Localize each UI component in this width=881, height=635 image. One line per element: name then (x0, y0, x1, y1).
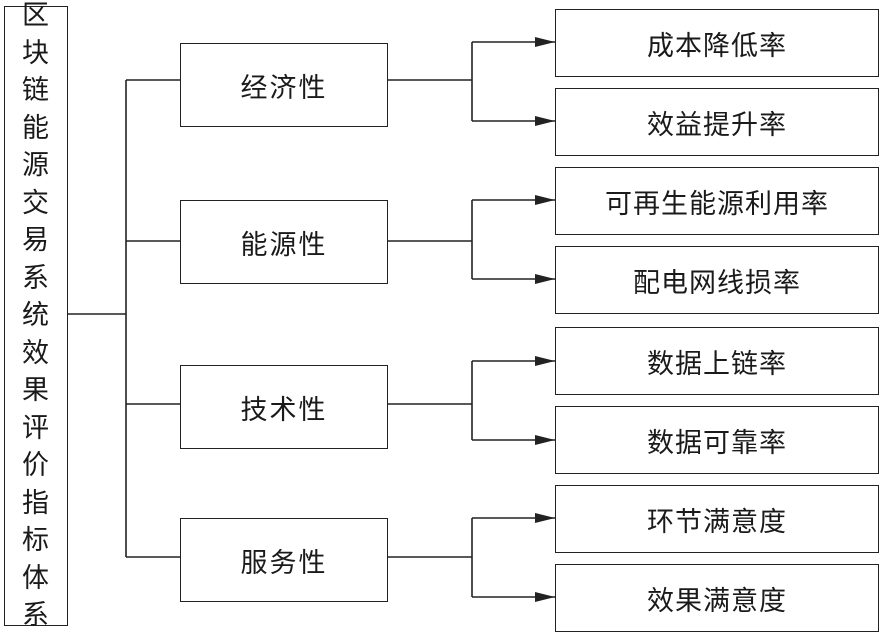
root-label: 区块链能源交易系统效果评价指标体系 (22, 0, 50, 632)
indicator-label: 环节满意度 (647, 506, 787, 538)
category-energy: 能源性 (180, 200, 388, 284)
category-energy-label: 能源性 (240, 229, 328, 261)
indicator-label: 成本降低率 (647, 30, 787, 62)
category-service: 服务性 (180, 518, 388, 602)
category-economic: 经济性 (180, 43, 388, 127)
indicator-label: 可再生能源利用率 (605, 188, 829, 220)
indicator-renewable-utilization-rate: 可再生能源利用率 (555, 167, 879, 235)
category-technical-label: 技术性 (240, 394, 328, 426)
indicator-data-reliability-rate: 数据可靠率 (555, 406, 879, 474)
category-economic-label: 经济性 (240, 72, 328, 104)
indicator-label: 效果满意度 (647, 585, 787, 617)
indicator-label: 数据上链率 (647, 348, 787, 380)
indicator-stage-satisfaction: 环节满意度 (555, 485, 879, 553)
indicator-label: 配电网线损率 (633, 267, 801, 299)
indicator-data-onchain-rate: 数据上链率 (555, 327, 879, 395)
indicator-line-loss-rate: 配电网线损率 (555, 246, 879, 314)
category-service-label: 服务性 (240, 547, 328, 579)
category-technical: 技术性 (180, 365, 388, 449)
root-node: 区块链能源交易系统效果评价指标体系 (4, 0, 68, 631)
indicator-benefit-improvement-rate: 效益提升率 (555, 88, 879, 156)
indicator-effect-satisfaction: 效果满意度 (555, 564, 879, 632)
indicator-label: 效益提升率 (647, 109, 787, 141)
indicator-cost-reduction-rate: 成本降低率 (555, 9, 879, 77)
indicator-label: 数据可靠率 (647, 427, 787, 459)
